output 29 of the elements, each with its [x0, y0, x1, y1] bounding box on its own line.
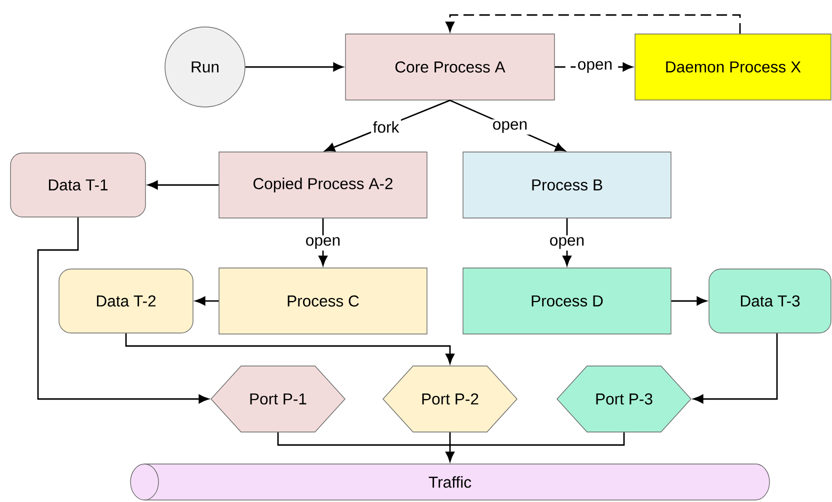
arrow	[245, 62, 344, 72]
edge-label: open	[548, 235, 586, 251]
arrow	[693, 333, 778, 404]
process-box: Core Process A	[345, 34, 555, 100]
process-box: Daemon Process X	[634, 34, 832, 100]
port-hexagon: Port P-3	[556, 366, 692, 432]
process-box: Process D	[462, 268, 672, 334]
arrow	[446, 14, 741, 34]
port-hexagon: Port P-1	[210, 366, 346, 432]
arrow	[125, 333, 454, 364]
edge-label: open	[304, 235, 342, 251]
arrow	[148, 180, 219, 190]
process-box: Copied Process A-2	[218, 152, 428, 218]
arrow	[318, 218, 328, 266]
port-hexagon: Port P-2	[382, 366, 518, 432]
arrow	[195, 296, 219, 306]
traffic-cylinder: Traffic	[130, 464, 770, 500]
process-box: Process C	[218, 268, 428, 334]
arrow	[446, 432, 454, 462]
arrow	[671, 296, 707, 306]
process-box: Process B	[462, 152, 672, 218]
edge-label: fork	[371, 119, 401, 135]
arrow	[37, 217, 209, 404]
data-box: Data T-3	[708, 268, 832, 334]
edge-label: open	[490, 119, 530, 135]
data-box: Data T-2	[58, 268, 194, 334]
edge-label: open	[576, 59, 614, 75]
arrow	[562, 218, 572, 266]
data-box: Data T-1	[10, 152, 146, 218]
